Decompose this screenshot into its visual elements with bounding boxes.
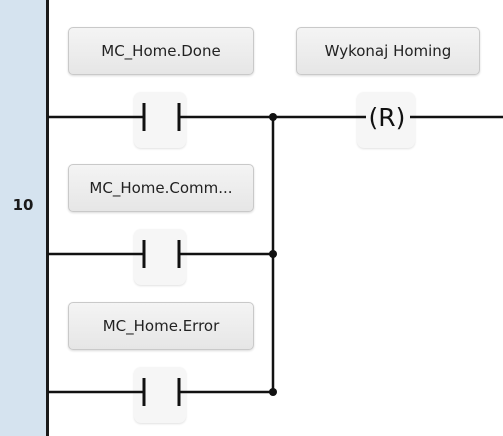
contact-3-tag-text: MC_Home.Error xyxy=(102,317,220,335)
coil-tag-text: Wykonaj Homing xyxy=(324,42,452,60)
contact-1-tag-text: MC_Home.Done xyxy=(101,42,221,60)
rung-gutter xyxy=(0,0,46,436)
contact-3-tag-label[interactable]: MC_Home.Error xyxy=(68,302,254,350)
contact-1-tag-label[interactable]: MC_Home.Done xyxy=(68,27,254,75)
contact-2-tag-label[interactable]: MC_Home.Comm... xyxy=(68,164,254,212)
contact-2-symbol xyxy=(142,240,181,268)
contact-2-tag-text: MC_Home.Comm... xyxy=(89,179,233,197)
rung-number: 10 xyxy=(12,196,34,214)
junction-dot-3 xyxy=(269,388,277,396)
left-power-rail xyxy=(46,0,49,436)
junction-dot-1 xyxy=(269,113,277,121)
contact-3-symbol xyxy=(142,378,181,406)
coil-background[interactable] xyxy=(357,92,415,148)
junction-dot-2 xyxy=(269,250,277,258)
coil-tag-label[interactable]: Wykonaj Homing xyxy=(296,27,480,75)
contact-1-symbol xyxy=(142,103,181,131)
coil-symbol: (R) xyxy=(369,103,406,132)
